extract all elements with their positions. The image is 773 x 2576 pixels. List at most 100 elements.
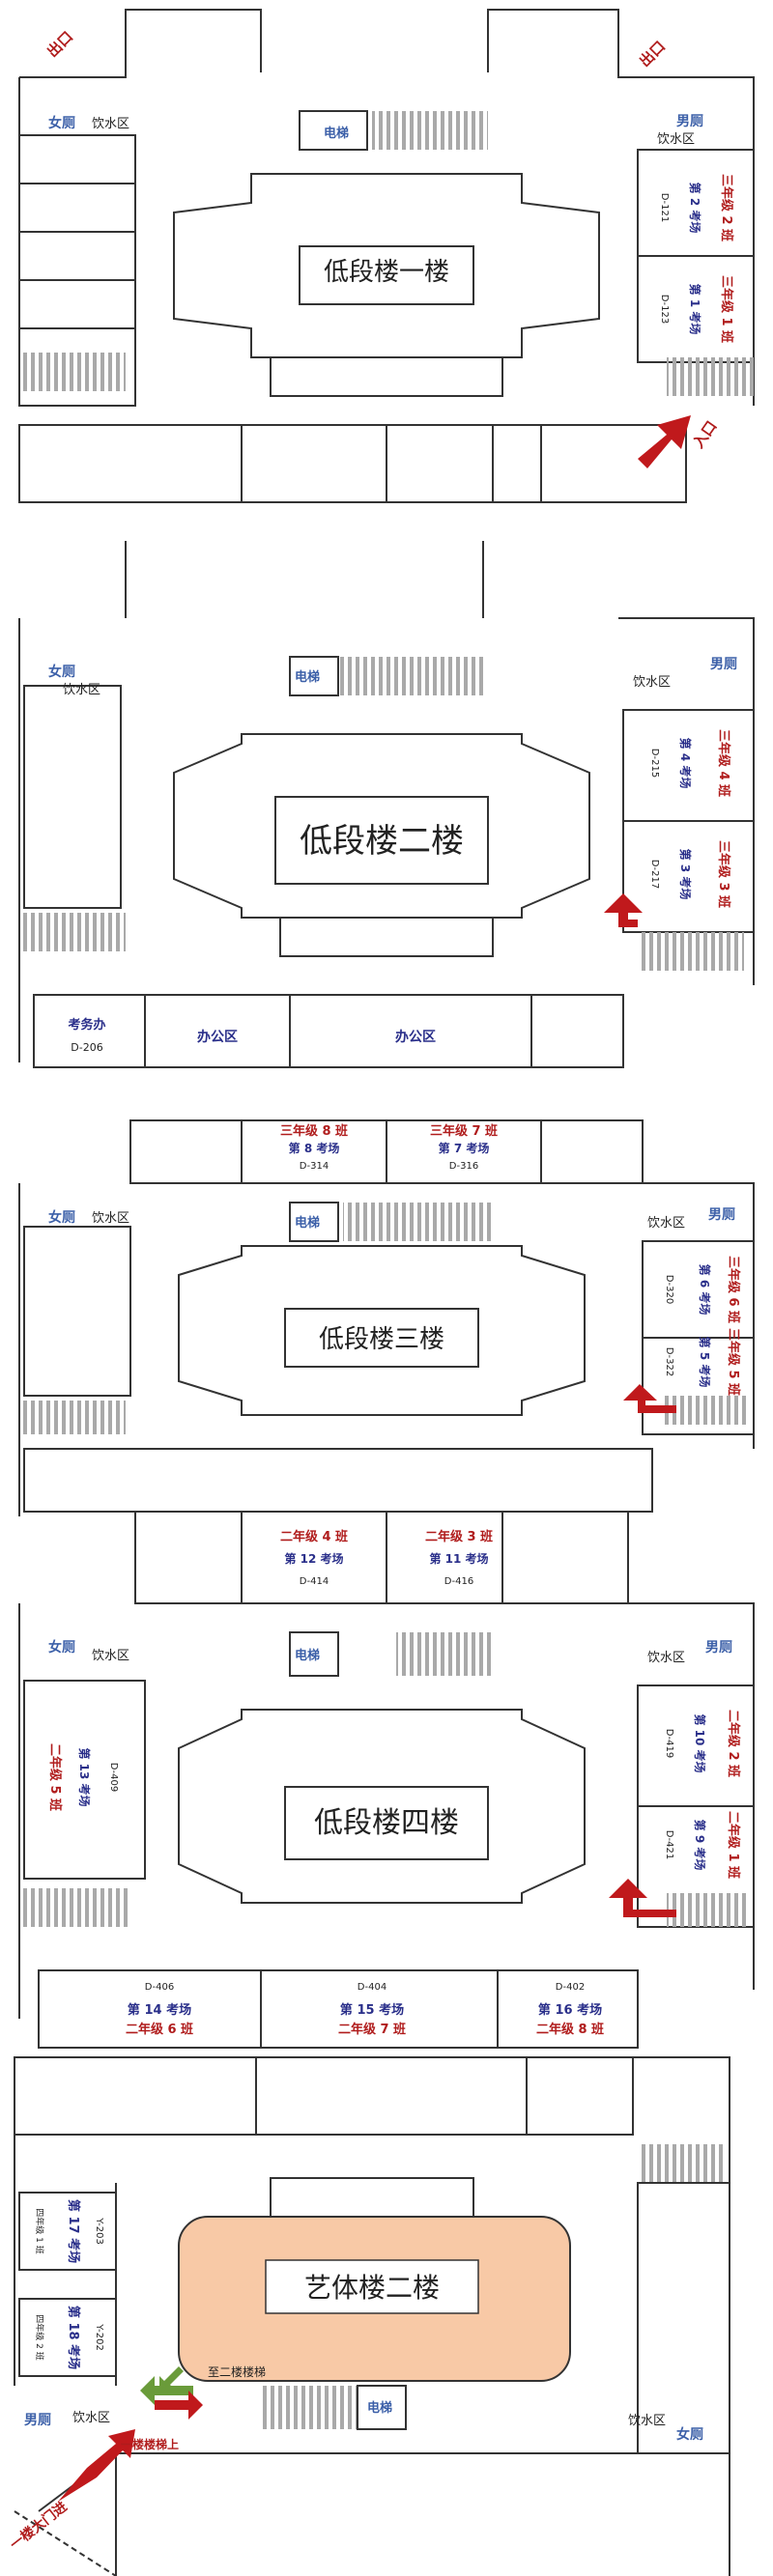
exam-room-label: 第 6 考场 <box>698 1264 712 1316</box>
floor-4 <box>18 1511 755 2049</box>
room-code: D-206 <box>71 1041 102 1054</box>
exam-room-label: 第 5 考场 <box>698 1337 712 1388</box>
class-label: 二年级 5 班 <box>47 1743 63 1811</box>
exam-room-label: 第 17 考场 <box>66 2199 81 2263</box>
room-code: Y-202 <box>94 2323 104 2351</box>
exam-room-label: 第 11 考场 <box>429 1551 488 1566</box>
floor-3 <box>18 1119 755 1516</box>
first-floor-stairs-label: 一楼楼梯上 <box>121 2437 179 2451</box>
office-label: 办公区 <box>197 1029 238 1045</box>
class-label: 三年级 2 班 <box>719 174 734 241</box>
floor-title: 低段楼三楼 <box>319 1325 444 1354</box>
water-label: 饮水区 <box>92 1649 129 1663</box>
water-label: 饮水区 <box>628 2414 666 2428</box>
water-label: 饮水区 <box>92 1211 129 1226</box>
exam-room-label: 第 4 考场 <box>678 738 693 789</box>
wc-male-label: 男厕 <box>676 114 703 129</box>
wc-female-label: 女厕 <box>48 115 75 131</box>
wc-female-label: 女厕 <box>676 2426 703 2443</box>
elevator-label: 电梯 <box>295 1648 320 1663</box>
exam-office-label: 考务办 <box>68 1017 105 1033</box>
exam-room-label: 第 8 考场 <box>289 1141 340 1155</box>
class-label: 二年级 6 班 <box>126 2022 193 2037</box>
room-code: D-121 <box>659 193 670 222</box>
exit-left-label: 出口 <box>43 28 76 61</box>
water-label: 饮水区 <box>72 2411 110 2425</box>
floor-title: 低段楼二楼 <box>300 822 464 861</box>
class-label: 三年级 7 班 <box>430 1123 498 1139</box>
water-label: 饮水区 <box>647 1651 685 1665</box>
wc-female-label: 女厕 <box>48 664 75 680</box>
room-code: D-320 <box>664 1275 674 1304</box>
room-code: D-409 <box>108 1763 119 1792</box>
class-label: 二年级 8 班 <box>536 2022 604 2037</box>
room-code: D-217 <box>649 860 660 889</box>
room-code: D-416 <box>444 1576 473 1587</box>
exam-room-label: 第 14 考场 <box>128 2002 191 2018</box>
room-code: D-322 <box>664 1347 674 1376</box>
elevator-label: 电梯 <box>295 1215 320 1231</box>
wc-female-label: 女厕 <box>48 1209 75 1226</box>
entrance-label: 入口 <box>690 417 721 451</box>
exam-room-label: 第 2 考场 <box>688 183 702 234</box>
water-label: 饮水区 <box>633 675 671 690</box>
exam-room-label: 第 10 考场 <box>693 1713 707 1772</box>
room-code: D-314 <box>300 1161 329 1172</box>
room-code: D-404 <box>358 1982 386 1993</box>
to-second-floor-label: 至二楼楼梯 <box>208 2364 266 2379</box>
elevator-label: 电梯 <box>295 669 320 685</box>
class-label: 四年级 2 班 <box>34 2314 45 2360</box>
class-label: 二年级 2 班 <box>726 1710 741 1777</box>
room-code: D-215 <box>649 749 660 778</box>
class-label: 三年级 3 班 <box>716 840 731 908</box>
room-code: Y-203 <box>94 2217 104 2245</box>
class-label: 三年级 5 班 <box>726 1328 741 1396</box>
exam-room-label: 第 9 考场 <box>693 1820 707 1871</box>
class-label: 二年级 1 班 <box>726 1811 741 1879</box>
room-code: D-419 <box>664 1729 674 1758</box>
exit-right-label: 出口 <box>636 38 669 71</box>
floor-title: 低段楼四楼 <box>314 1806 459 1840</box>
main-gate-label: 一楼大门进 <box>7 2499 71 2553</box>
elevator-label: 电梯 <box>324 126 349 141</box>
wc-female-label: 女厕 <box>48 1639 75 1656</box>
wc-male-label: 男厕 <box>705 1640 732 1656</box>
floor-5 <box>14 2056 730 2576</box>
exam-room-label: 第 3 考场 <box>678 849 693 900</box>
water-label: 饮水区 <box>92 117 129 131</box>
elevator-label: 电梯 <box>367 2400 392 2416</box>
water-label: 饮水区 <box>647 1216 685 1231</box>
exam-room-label: 第 7 考场 <box>439 1141 490 1155</box>
exam-room-label: 第 12 考场 <box>284 1551 343 1566</box>
exam-room-label: 第 16 考场 <box>538 2002 602 2018</box>
floor-title: 艺体楼二楼 <box>304 2272 440 2304</box>
room-code: D-406 <box>145 1982 174 1993</box>
floor-2 <box>18 541 755 1068</box>
class-label: 三年级 4 班 <box>716 729 731 797</box>
class-label: 三年级 6 班 <box>726 1256 741 1323</box>
wc-male-label: 男厕 <box>710 657 737 672</box>
room-code: D-316 <box>449 1161 478 1172</box>
class-label: 四年级 1 班 <box>34 2208 45 2253</box>
room-code: D-414 <box>300 1576 329 1587</box>
class-label: 二年级 4 班 <box>280 1529 348 1544</box>
exam-room-label: 第 18 考场 <box>66 2306 81 2369</box>
floor-title: 低段楼一楼 <box>324 258 449 287</box>
room-code: D-123 <box>659 295 670 324</box>
class-label: 二年级 7 班 <box>338 2022 406 2037</box>
room-code: D-421 <box>664 1830 674 1859</box>
exam-room-label: 第 1 考场 <box>688 284 702 335</box>
class-label: 二年级 3 班 <box>425 1529 493 1544</box>
class-label: 三年级 1 班 <box>719 275 734 343</box>
floor-1 <box>18 9 755 503</box>
water-label: 饮水区 <box>63 683 100 697</box>
exam-room-label: 第 13 考场 <box>77 1747 92 1806</box>
room-code: D-402 <box>556 1982 585 1993</box>
wc-male-label: 男厕 <box>708 1207 735 1223</box>
water-label: 饮水区 <box>657 132 695 147</box>
office-label: 办公区 <box>395 1029 436 1045</box>
wc-male-label: 男厕 <box>24 2413 51 2428</box>
exam-room-label: 第 15 考场 <box>340 2002 404 2018</box>
class-label: 三年级 8 班 <box>280 1123 348 1139</box>
